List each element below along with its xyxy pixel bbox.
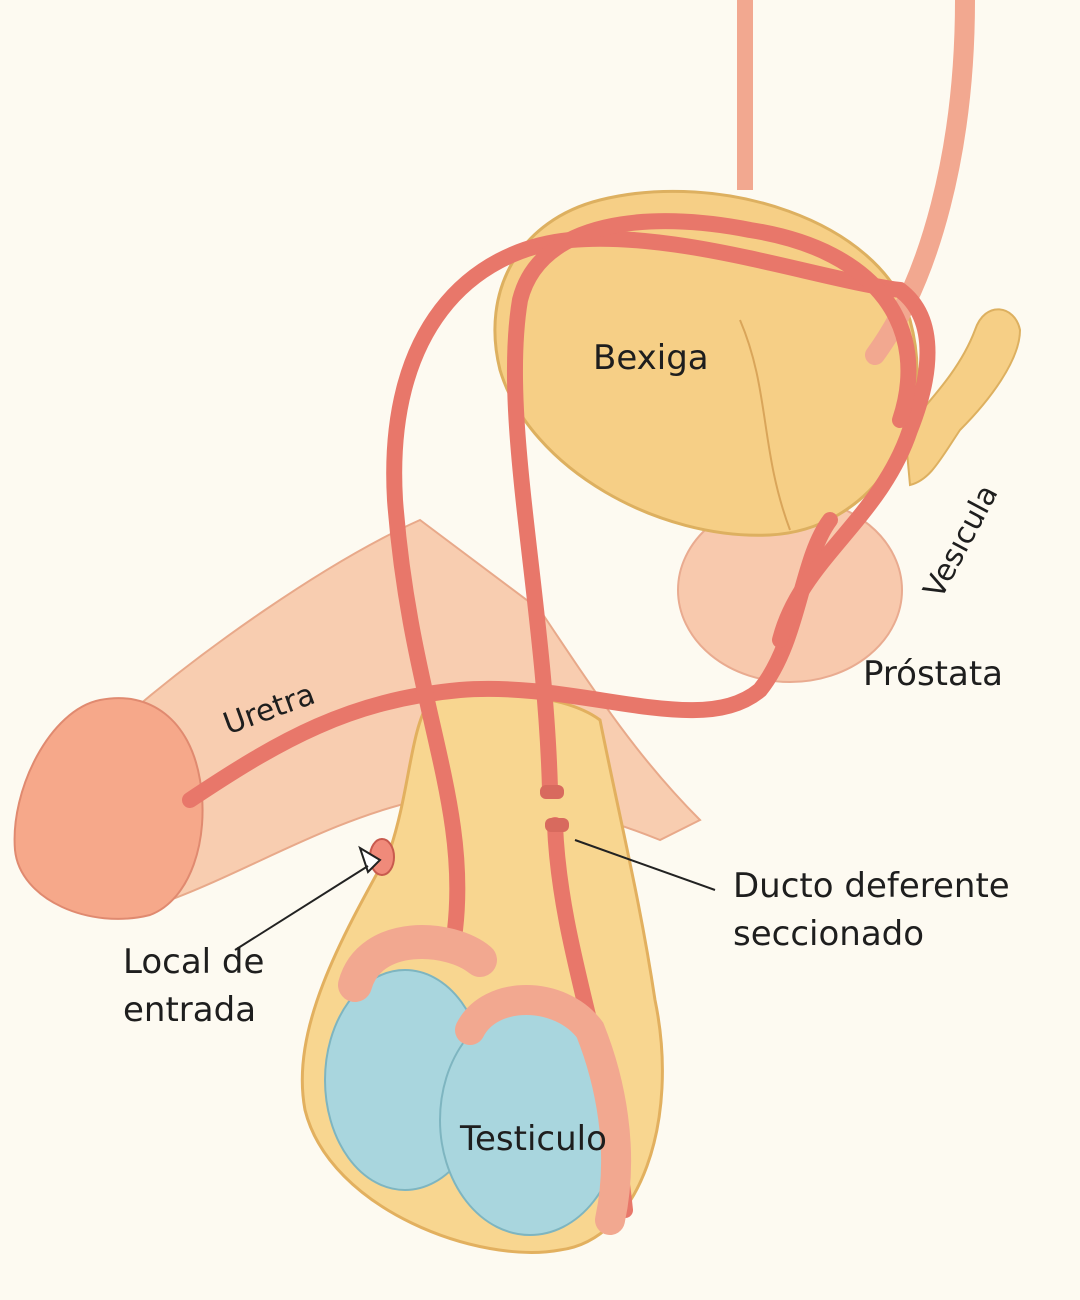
label-prostate: Próstata <box>863 654 1003 694</box>
seminal-vesicle <box>903 308 1022 487</box>
entry-site-leader <box>234 865 369 951</box>
label-vas-deferens-1: Ducto deferente <box>733 866 1010 906</box>
vas-leader <box>574 839 716 891</box>
label-entry-site-1: Local de <box>123 942 265 982</box>
label-vas-deferens-2: seccionado <box>733 914 925 954</box>
label-entry-site-2: entrada <box>123 990 257 1030</box>
label-bladder: Bexiga <box>593 338 709 378</box>
glans <box>13 697 204 920</box>
label-testicle: Testiculo <box>460 1119 607 1159</box>
